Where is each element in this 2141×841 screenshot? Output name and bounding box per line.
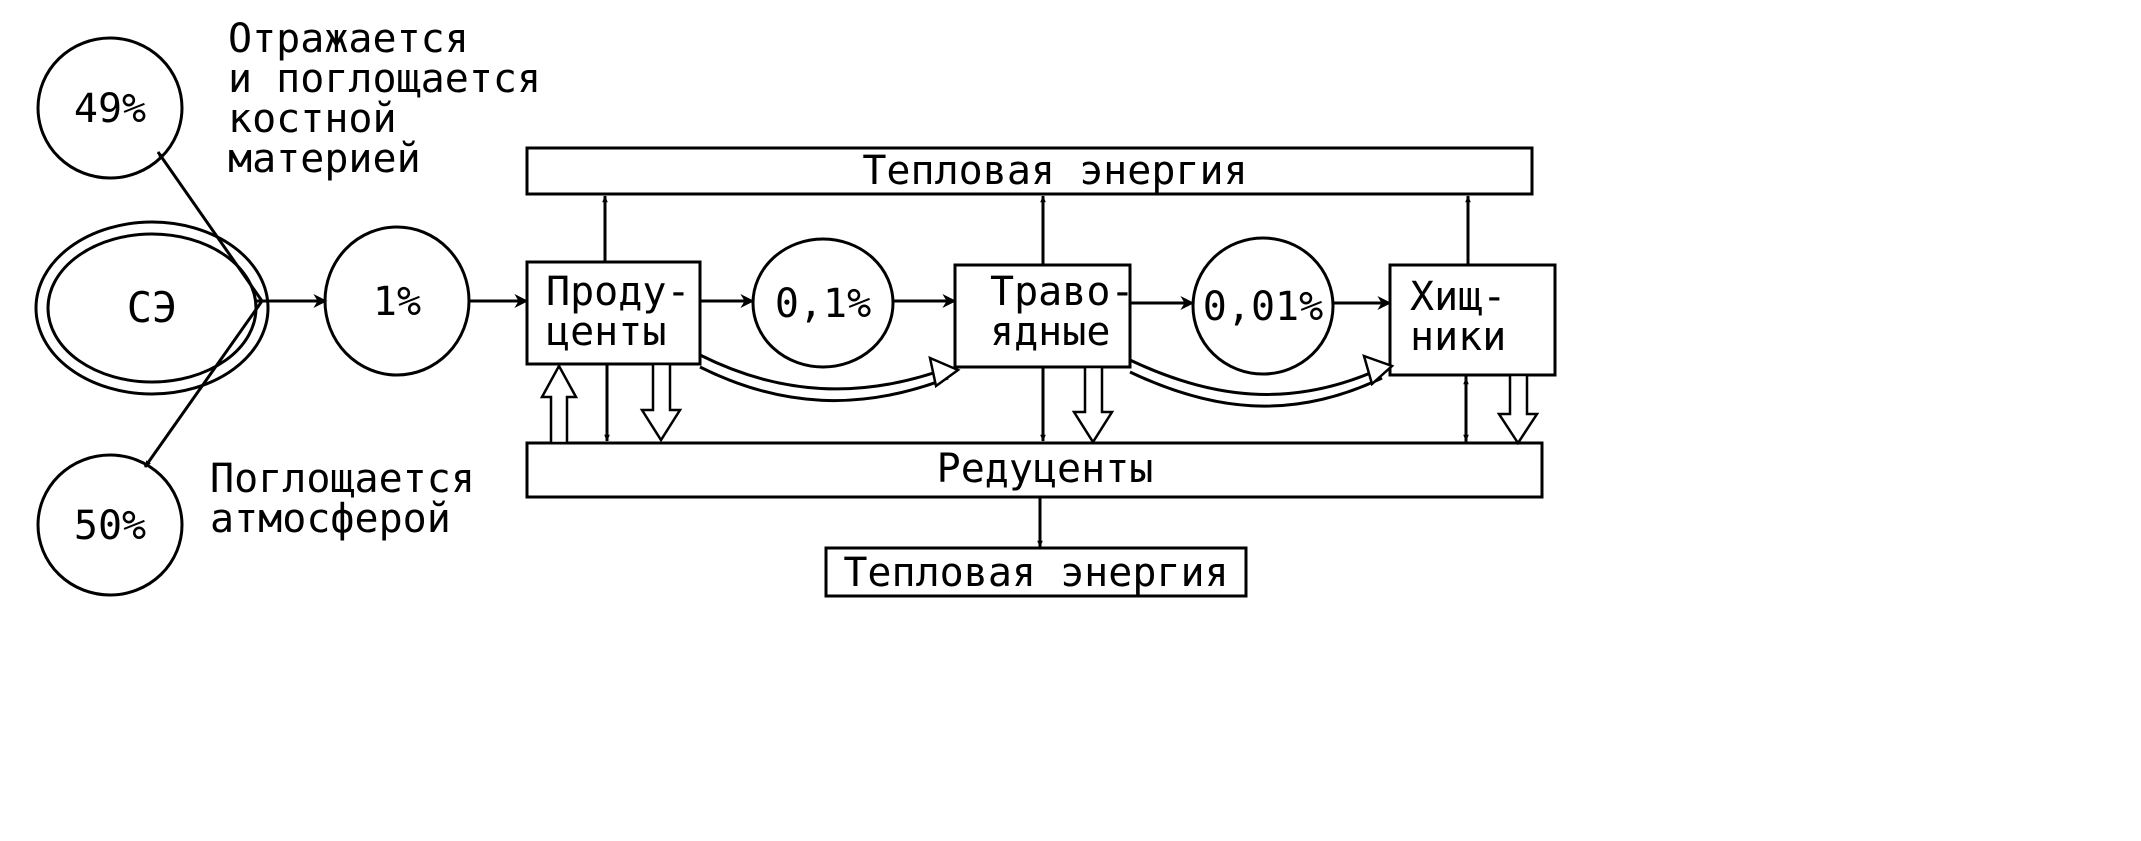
reducers-bar: Редуценты: [525, 441, 1544, 499]
herbivores-label-2: ядные: [990, 309, 1110, 355]
producers-input-node: 1%: [323, 225, 471, 377]
solar-energy-label: СЭ: [127, 283, 178, 332]
hollow-arrow-producers-down: [639, 362, 683, 443]
atmosphere-node: 50%: [36, 453, 184, 597]
predators-input-percent: 0,01%: [1203, 284, 1323, 330]
predators-input-node: 0,01%: [1191, 236, 1335, 376]
source-branch-lines: [143, 151, 328, 468]
hollow-arrow-herbivores-down: [1071, 365, 1115, 445]
heat-energy-bottom-box: Тепловая энергия: [824, 546, 1248, 598]
herbivores-box: Траво- ядные: [953, 263, 1135, 369]
heat-energy-top-bar: Тепловая энергия: [525, 146, 1534, 196]
heat-energy-top-label: Тепловая энергия: [862, 148, 1247, 194]
atmosphere-annotation: Поглощается атмосферой: [210, 456, 475, 542]
herbivores-label-1: Траво-: [990, 269, 1135, 315]
herbivores-input-percent: 0,1%: [775, 281, 871, 327]
reflected-annotation: Отражается и поглощается костной материе…: [228, 16, 541, 182]
reflected-percent: 49%: [74, 86, 146, 132]
curved-flow-producers-herbivores: [699, 353, 961, 403]
hollow-arrow-predators-down: [1496, 373, 1540, 446]
annotation-line: костной: [228, 96, 397, 142]
reducers-label: Редуценты: [937, 446, 1154, 492]
annotation-line: Отражается: [228, 16, 469, 62]
solar-energy-node: СЭ: [34, 220, 270, 396]
predators-label-2: ники: [1410, 314, 1506, 360]
annotation-line: Поглощается: [210, 456, 475, 502]
producers-input-percent: 1%: [373, 279, 421, 325]
producers-label-1: Проду-: [546, 269, 691, 315]
predators-box: Хищ- ники: [1388, 263, 1557, 377]
predators-label-1: Хищ-: [1410, 274, 1506, 320]
annotation-line: и поглощается: [228, 56, 541, 102]
reflected-node: 49%: [36, 36, 184, 180]
hollow-arrow-reducers-up: [539, 363, 579, 445]
heat-energy-bottom-label: Тепловая энергия: [843, 550, 1228, 596]
producers-box: Проду- центы: [525, 260, 702, 366]
producers-label-2: центы: [546, 309, 666, 355]
atmosphere-percent: 50%: [74, 503, 146, 549]
curved-flow-herbivores-predators: [1129, 354, 1395, 408]
annotation-line: атмосферой: [210, 496, 451, 542]
annotation-line: материей: [228, 136, 421, 182]
herbivores-input-node: 0,1%: [751, 237, 895, 369]
